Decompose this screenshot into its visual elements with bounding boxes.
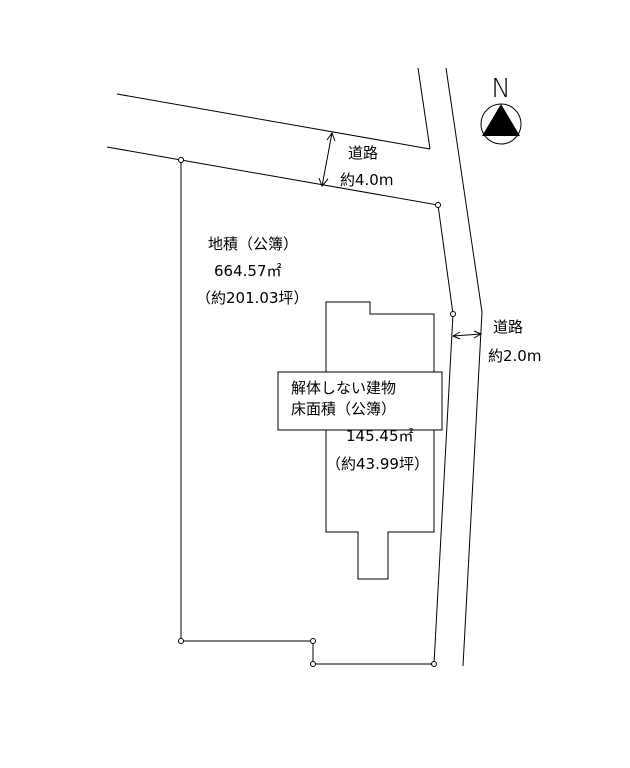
east-road-width: 約2.0m bbox=[488, 347, 541, 365]
boundary-point bbox=[431, 661, 437, 667]
compass-arrow-icon bbox=[482, 104, 520, 136]
land-area-value: 664.57㎡ bbox=[214, 262, 282, 280]
building-area-tsubo: （約43.99坪） bbox=[326, 455, 429, 473]
east-road-dimension-line bbox=[452, 333, 482, 337]
north-road-name: 道路 bbox=[348, 144, 378, 162]
boundary-point bbox=[310, 638, 316, 644]
building-title-line1: 解体しない建物 bbox=[291, 379, 396, 397]
east-road-outer-edge-upper bbox=[417, 67, 431, 150]
boundary-point bbox=[310, 661, 316, 667]
east-road-name: 道路 bbox=[493, 318, 523, 336]
boundary-point bbox=[178, 157, 184, 163]
land-area-tsubo: （約201.03坪） bbox=[196, 289, 309, 307]
east-road-outer-edge bbox=[445, 67, 483, 667]
north-road-dimension-line bbox=[321, 132, 333, 187]
boundary-point bbox=[450, 311, 456, 317]
compass-label: N bbox=[491, 74, 510, 104]
north-road-arrow-top bbox=[326, 131, 336, 142]
land-area-title: 地積（公簿） bbox=[208, 235, 298, 253]
boundary-point bbox=[178, 638, 184, 644]
building-footprint bbox=[325, 301, 435, 580]
east-road-arrow-left bbox=[451, 331, 461, 340]
building-title-line2: 床面積（公簿） bbox=[291, 400, 396, 418]
building-label-box bbox=[277, 371, 443, 431]
north-road-edge bbox=[116, 93, 431, 150]
north-road-width: 約4.0m bbox=[340, 171, 393, 189]
east-road-arrow-right bbox=[473, 330, 483, 339]
north-compass: N bbox=[480, 74, 522, 145]
building-area-value: 145.45㎡ bbox=[346, 427, 414, 445]
north-road-arrow-bottom bbox=[318, 177, 329, 187]
boundary-point bbox=[435, 202, 441, 208]
